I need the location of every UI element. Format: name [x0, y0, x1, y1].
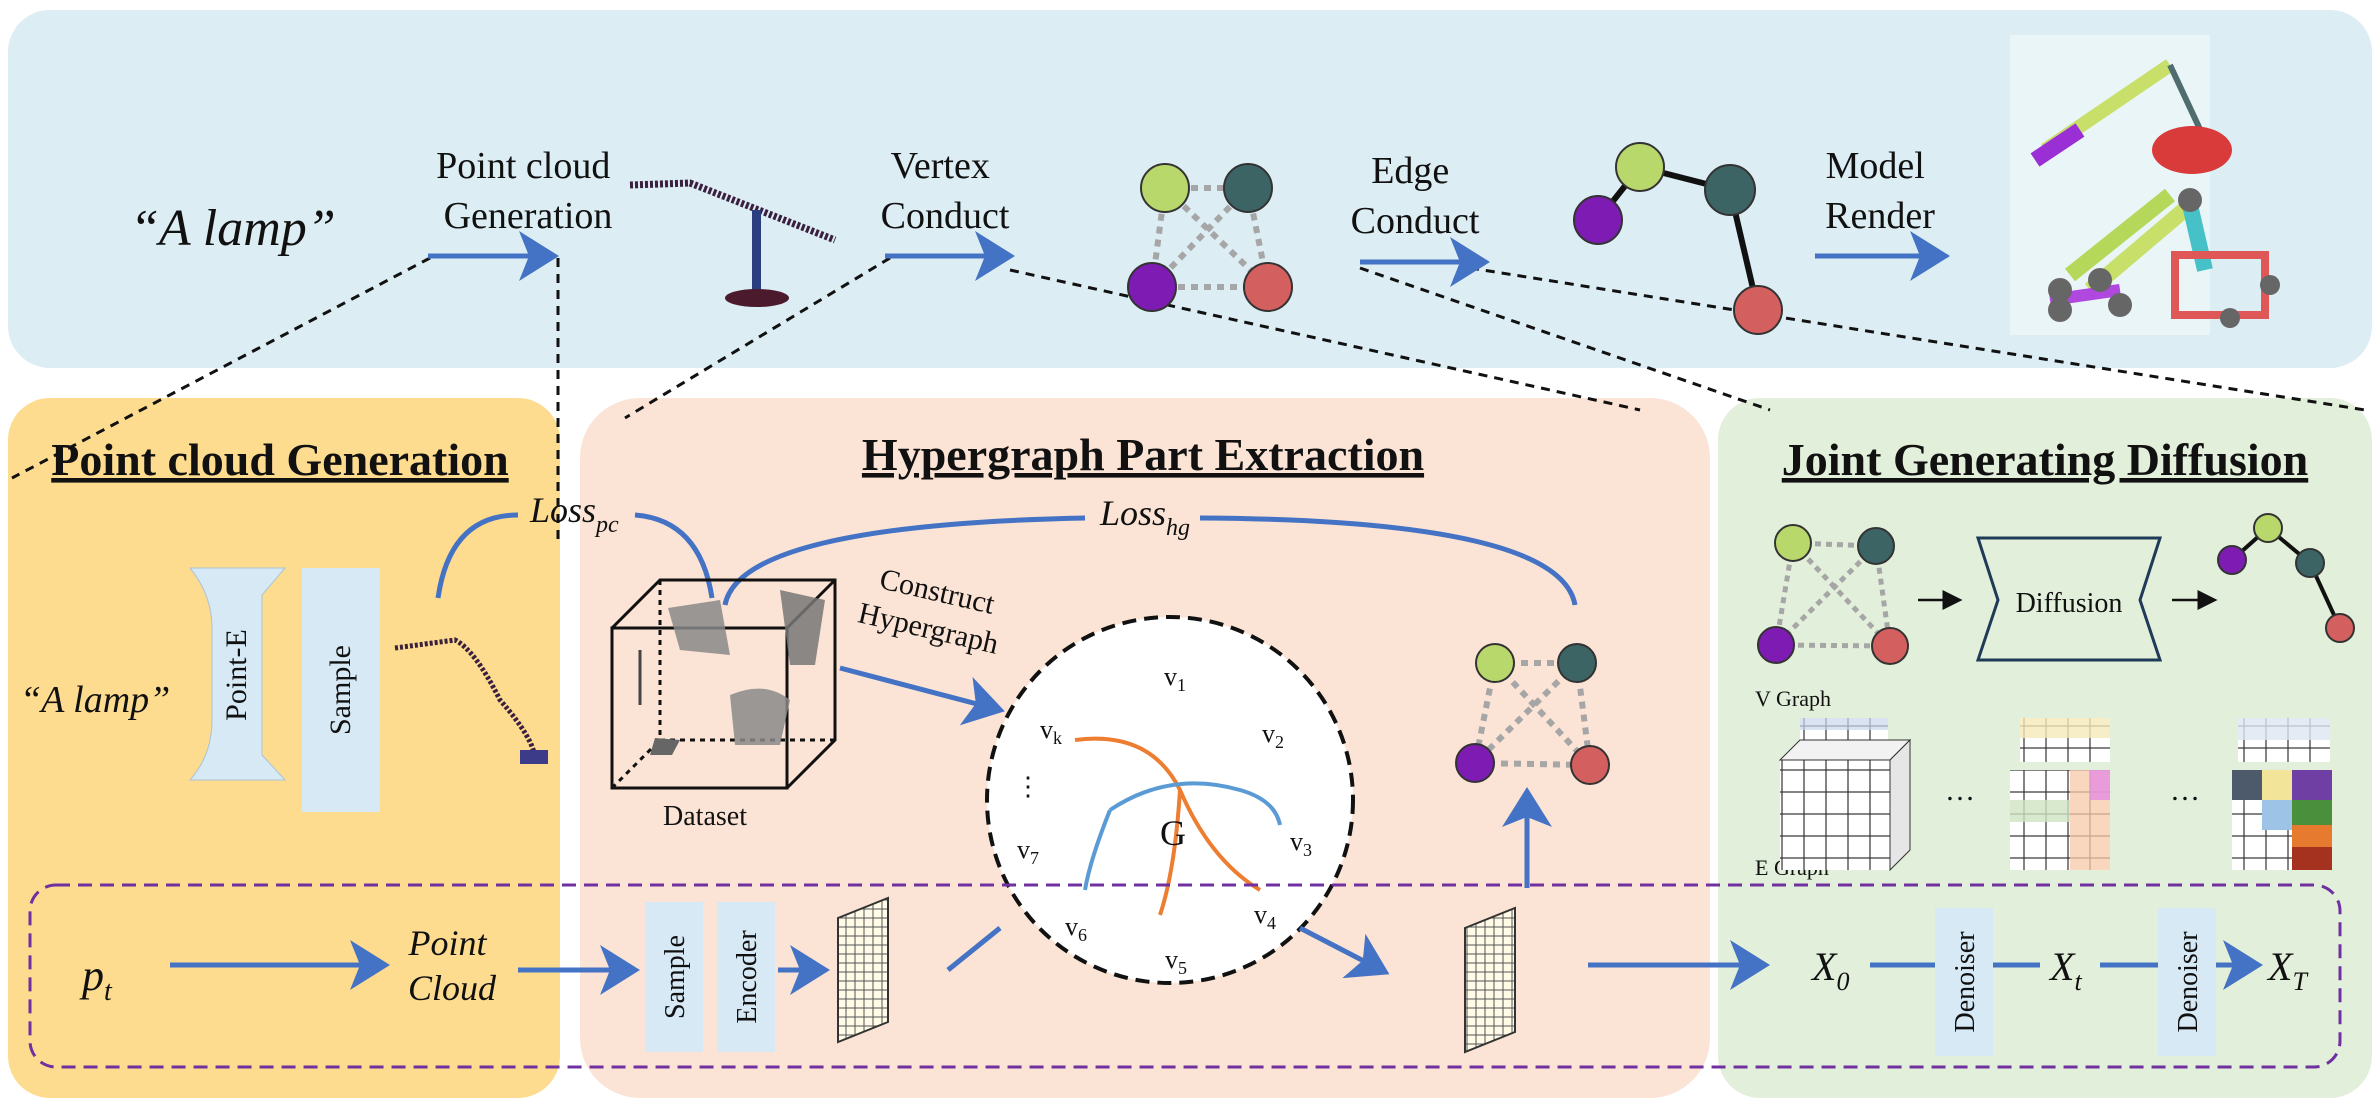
xT-symbol: XT: [2266, 944, 2308, 996]
lamp-point-cloud: [629, 179, 837, 307]
ellipsis-2: …: [2170, 774, 2200, 807]
vertex-7: v7: [1017, 835, 1039, 868]
hg-panel-title: Hypergraph Part Extraction: [862, 429, 1424, 480]
vgraph-label: V Graph: [1755, 686, 1831, 711]
pc-sample-label: Sample: [324, 645, 357, 735]
top-prompt: “A lamp”: [130, 200, 336, 257]
diffusion-label: Diffusion: [2016, 588, 2123, 619]
pc-loss-label: Losspc: [529, 490, 619, 538]
construct-arrow: [839, 665, 1005, 726]
vertex-dots: ⋮: [1015, 772, 1041, 801]
pt-symbol: pt: [79, 951, 113, 1007]
vertex-k: vk: [1040, 715, 1062, 748]
top-step4-label: Model Render: [1825, 145, 1935, 237]
rendered-lamp-model: [2010, 35, 2280, 335]
denoiser-1-box: [1935, 908, 1993, 1056]
vertex-5: v5: [1165, 945, 1187, 978]
xt-symbol: Xt: [2048, 944, 2082, 996]
pc-prompt: “A lamp”: [20, 679, 170, 721]
bottom-arrow-5: [1298, 925, 1390, 979]
feature-grid-2: [1464, 906, 1516, 1054]
diffusion-box: [1975, 536, 2163, 662]
vertex-2: v2: [1262, 719, 1284, 752]
connector-lines: [11, 256, 2366, 545]
dataset-label: Dataset: [663, 801, 747, 832]
hg-loss-curve-right: [1199, 515, 1578, 606]
jg-input-graph: [1757, 524, 1909, 665]
jg-output-graph: [2217, 513, 2355, 643]
vertex-6: v6: [1065, 912, 1087, 945]
pc-panel: [8, 398, 560, 1098]
denoiser-1-label: Denoiser: [1950, 931, 1981, 1033]
pc-sample-box: [302, 568, 380, 812]
denoiser-2-label: Denoiser: [2173, 931, 2204, 1033]
denoiser-2-box: [2158, 908, 2216, 1056]
hg-extracted-graph: [1455, 643, 1610, 785]
hg-loss-label: Losshg: [1099, 493, 1190, 541]
top-edge-graph: [1573, 142, 1783, 335]
pc-lamp-sketch: [394, 637, 548, 764]
pc-loss-curve-2: [634, 512, 715, 599]
top-step2-label: Vertex Conduct: [881, 145, 1010, 237]
hypergraph-circle: G v1 v2 v3 v4 v5 v6 v7 vk ⋮: [985, 615, 1355, 985]
pc-panel-title: Point cloud Generation: [51, 434, 508, 485]
bottom-pipeline-frame: [28, 883, 2342, 1069]
jg-panel-title: Joint Generating Diffusion: [1782, 434, 2308, 485]
encoder-box: [717, 902, 775, 1052]
vertex-1: v1: [1164, 662, 1186, 695]
dataset-shapes: [638, 590, 825, 755]
encoder-label: Encoder: [732, 930, 763, 1024]
ellipsis-1: …: [1945, 774, 1975, 807]
top-vertex-graph: [1127, 163, 1293, 312]
bottom-arrow-4: [946, 926, 1002, 972]
tensor-stack-1: [1778, 718, 1912, 872]
pointe-label: Point-E: [220, 629, 253, 721]
top-panel: [8, 10, 2372, 368]
pc-loss-curve: [435, 512, 519, 599]
feature-grid-1: [837, 896, 889, 1044]
top-step1-label: Point cloud Generation: [436, 145, 620, 237]
x0-symbol: X0: [1810, 944, 1849, 996]
tensor-stack-3: [2232, 718, 2332, 870]
hg-loss-curve-left: [722, 515, 1086, 606]
pointe-box: [188, 567, 287, 781]
hypergraph-center: G: [1160, 813, 1186, 853]
vertex-3: v3: [1290, 827, 1312, 860]
tensor-stack-2: [2010, 718, 2110, 870]
bottom-sample-label: Sample: [660, 935, 691, 1019]
point-cloud-label: Point Cloud: [408, 923, 498, 1008]
vertex-4: v4: [1254, 900, 1276, 933]
bottom-sample-box: [645, 902, 703, 1052]
top-step3-label: Edge Conduct: [1351, 150, 1480, 242]
